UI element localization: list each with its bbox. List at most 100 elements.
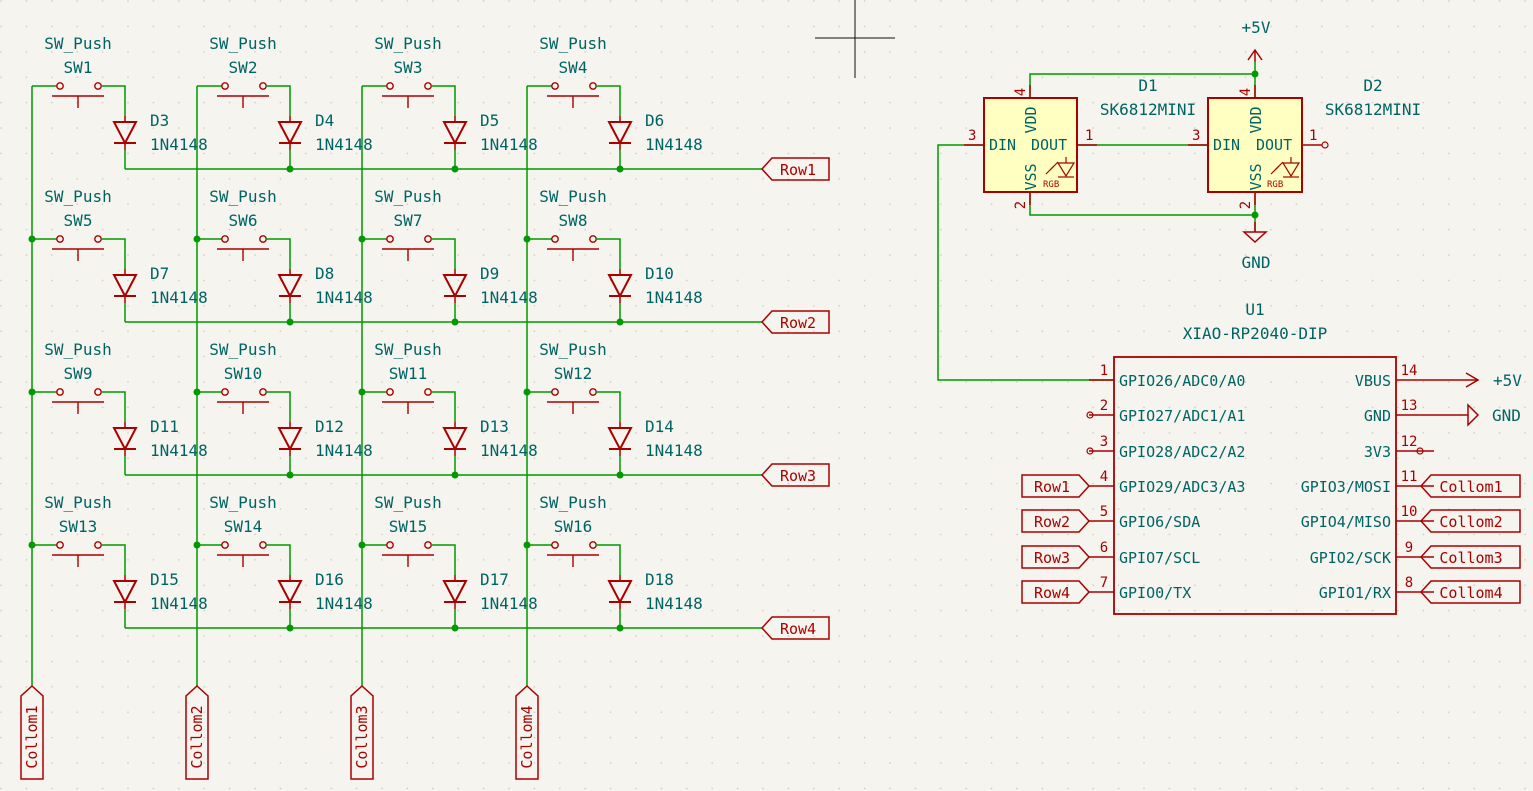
column-label[interactable]: Collom4 — [515, 684, 539, 780]
power-symbol-5v: +5V — [1242, 18, 1271, 62]
unconnected-pin — [1086, 447, 1094, 455]
switch-contact — [386, 388, 394, 396]
switch-ref: SW14 — [224, 517, 263, 536]
pin-number: 2 — [1100, 398, 1108, 414]
junction — [286, 318, 294, 326]
row-label-frame — [760, 310, 830, 334]
diode-body — [112, 580, 138, 605]
row-label-frame — [760, 463, 830, 487]
switch-value: SW_Push — [44, 187, 111, 206]
diode-body — [442, 274, 468, 299]
diode-body — [277, 274, 303, 299]
diode-body — [112, 274, 138, 299]
net-label-text: Row1 — [1034, 478, 1070, 496]
column-label[interactable]: Collom1 — [20, 684, 44, 780]
mcu-ref: U1 — [1245, 300, 1264, 319]
row-label[interactable]: Row4 — [760, 616, 830, 640]
mcu-xiao-rp2040[interactable]: U1 XIAO-RP2040-DIP 1GPIO26/ADC0/A02GPIO2… — [1021, 300, 1522, 615]
column-label[interactable]: Collom3 — [350, 684, 374, 780]
junction — [358, 388, 366, 396]
wire — [596, 85, 621, 116]
diode-value: 1N4148 — [150, 594, 208, 613]
diode-value: 1N4148 — [315, 594, 373, 613]
wire — [101, 391, 126, 422]
junction — [616, 624, 624, 632]
diode-icon — [112, 422, 138, 456]
junction — [1251, 211, 1259, 219]
switch-ref: SW7 — [394, 211, 423, 230]
pin-number: 3 — [1100, 434, 1108, 450]
diode-value: 1N4148 — [315, 441, 373, 460]
pin-name: GPIO7/SCL — [1119, 549, 1200, 567]
junction — [616, 471, 624, 479]
wire — [266, 238, 291, 269]
column-label[interactable]: Collom2 — [185, 684, 209, 780]
pin-name-vdd: VDD — [1022, 106, 1040, 133]
switch-value: SW_Push — [209, 493, 276, 512]
led-ref: D2 — [1363, 76, 1382, 95]
switch-ref: SW4 — [559, 58, 588, 77]
junction — [286, 471, 294, 479]
row-label[interactable]: Row2 — [760, 310, 830, 334]
switch-ref: SW10 — [224, 364, 263, 383]
led-d2[interactable]: D2 SK6812MINI VDD VSS DIN DOUT 4 2 3 1 R… — [1188, 76, 1421, 209]
wire — [266, 85, 291, 116]
junction — [616, 165, 624, 173]
led-d1[interactable]: D1 SK6812MINI VDD VSS DIN DOUT 4 2 3 1 R… — [964, 76, 1196, 209]
power-label: +5V — [1242, 18, 1271, 37]
row-label[interactable]: Row3 — [760, 463, 830, 487]
row-label[interactable]: Row1 — [760, 157, 830, 181]
wire — [431, 544, 456, 575]
junction — [358, 235, 366, 243]
diode-ref: D7 — [150, 264, 169, 283]
switch-ref: SW13 — [59, 517, 98, 536]
diode-icon — [607, 116, 633, 150]
wire — [596, 391, 621, 422]
pin-number: 8 — [1405, 575, 1413, 591]
switch-value: SW_Push — [44, 34, 111, 53]
diode-value: 1N4148 — [645, 288, 703, 307]
pin-name: GPIO4/MISO — [1301, 513, 1391, 531]
diode-value: 1N4148 — [150, 135, 208, 154]
switch-value: SW_Push — [374, 34, 441, 53]
column-label-text: Collom4 — [518, 705, 536, 768]
diode-body — [607, 121, 633, 146]
switch-value: SW_Push — [374, 340, 441, 359]
diode-body — [607, 427, 633, 452]
diode-body — [442, 580, 468, 605]
switch-contact — [551, 388, 559, 396]
row-label-frame — [760, 157, 830, 181]
wire — [101, 238, 126, 269]
switch-value: SW_Push — [539, 493, 606, 512]
